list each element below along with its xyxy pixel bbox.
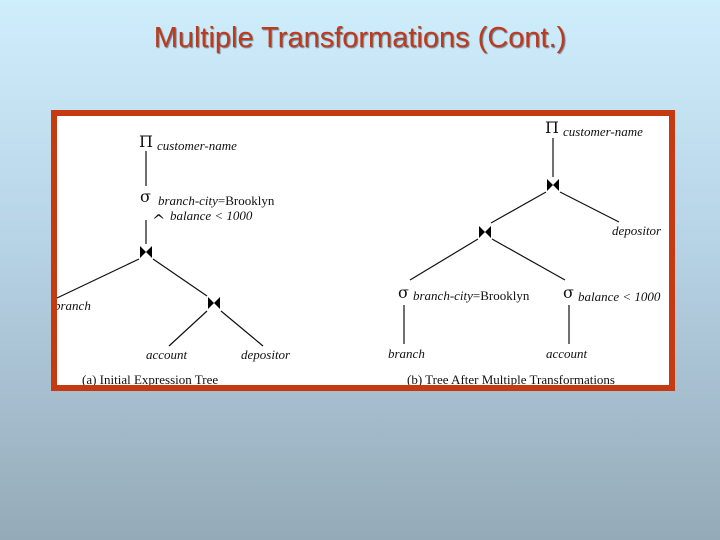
tree-a-select-attr2: balance < 1000	[170, 208, 253, 223]
tree-a-and-symbol: ^	[152, 211, 165, 230]
tree-a-join-top-icon	[140, 246, 152, 258]
tree-b-edge-join-select-right	[491, 238, 566, 281]
tree-a-leaf-account: account	[146, 347, 188, 362]
tree-b-leaf-branch: branch	[388, 346, 425, 361]
tree-b-project-symbol: Π	[545, 118, 559, 137]
tree-b-project-attr: customer-name	[563, 124, 643, 139]
tree-a-edge-join-branch	[57, 258, 140, 299]
tree-a-leaf-branch: branch	[57, 298, 91, 313]
tree-a-select-attr1: branch-city	[158, 193, 218, 208]
tree-b-caption: (b) Tree After Multiple Transformations	[407, 372, 615, 385]
tree-a-join-bottom-icon	[208, 297, 220, 309]
tree-b-join-middle-icon	[479, 226, 491, 238]
slide-title: Multiple Transformations (Cont.)	[153, 22, 567, 54]
tree-b-edge-join-select-left	[409, 238, 479, 281]
tree-b-select-left-condition: branch-city=Brooklyn	[413, 288, 530, 303]
tree-a-select-symbol: σ	[140, 187, 151, 206]
tree-a-select-condition-1: branch-city=Brooklyn	[158, 193, 275, 208]
tree-a-edge-join-account	[168, 310, 208, 347]
tree-a-edge-join-join	[152, 258, 208, 297]
expression-tree-figure: Π customer-name σ branch-city=Brooklyn ^…	[51, 110, 675, 391]
tree-b-join-top-icon	[547, 179, 559, 191]
tree-a-project-attr: customer-name	[157, 138, 237, 153]
tree-b-select-left-val: =Brooklyn	[473, 288, 530, 303]
tree-a-caption: (a) Initial Expression Tree	[82, 372, 218, 385]
tree-b-select-left-attr: branch-city	[413, 288, 473, 303]
tree-b-leaf-account: account	[546, 346, 588, 361]
expression-trees-svg: Π customer-name σ branch-city=Brooklyn ^…	[57, 118, 662, 385]
tree-a: Π customer-name σ branch-city=Brooklyn ^…	[57, 132, 291, 385]
tree-b-select-left-symbol: σ	[398, 283, 409, 302]
tree-b: Π customer-name depositor σ branch-city=…	[388, 118, 662, 385]
tree-b-select-right-symbol: σ	[563, 283, 574, 302]
tree-b-edge-join-depositor	[559, 191, 620, 223]
tree-b-leaf-depositor: depositor	[612, 223, 662, 238]
tree-b-edge-join-join	[490, 191, 547, 224]
tree-b-select-right-attr: balance < 1000	[578, 289, 661, 304]
tree-a-select-val1: =Brooklyn	[218, 193, 275, 208]
tree-a-edge-join-depositor	[220, 310, 264, 347]
tree-a-leaf-depositor: depositor	[241, 347, 291, 362]
tree-a-project-symbol: Π	[139, 132, 153, 151]
